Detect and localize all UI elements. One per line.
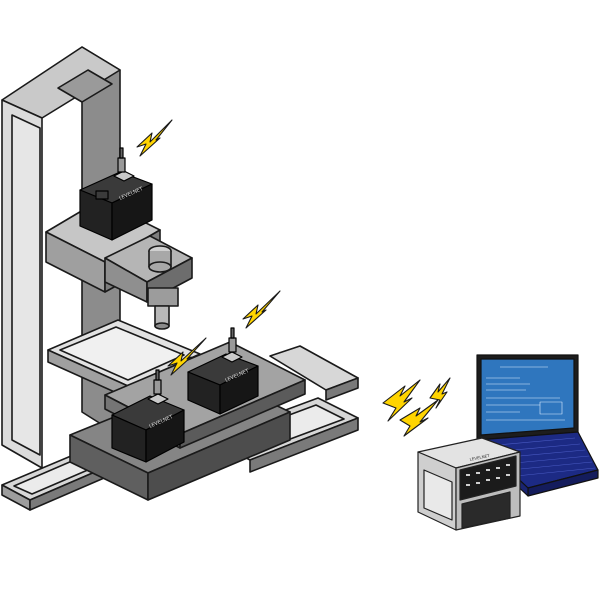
- receiver-unit: LEVELNET: [417, 437, 521, 531]
- level-sensor-table-right: LEVELNET: [187, 327, 259, 415]
- signal-bolt-icon: [382, 379, 421, 422]
- level-sensor-head: LEVELNET: [79, 147, 153, 241]
- receiver-brand-label: LEVELNET: [469, 453, 490, 462]
- signal-bolt-icon: [399, 399, 439, 437]
- screen-content: [486, 366, 565, 421]
- wireless-signal-bolts: [136, 119, 451, 437]
- signal-bolt-icon: [242, 290, 281, 329]
- signal-bolt-icon: [167, 337, 207, 376]
- laptop-computer: [476, 354, 599, 497]
- laptop-screen: [480, 358, 575, 436]
- spindle-head: [45, 199, 193, 330]
- level-sensor-table-left: LEVELNET: [111, 369, 185, 463]
- signal-bolt-icon: [136, 119, 173, 157]
- signal-bolt-icon: [429, 377, 451, 409]
